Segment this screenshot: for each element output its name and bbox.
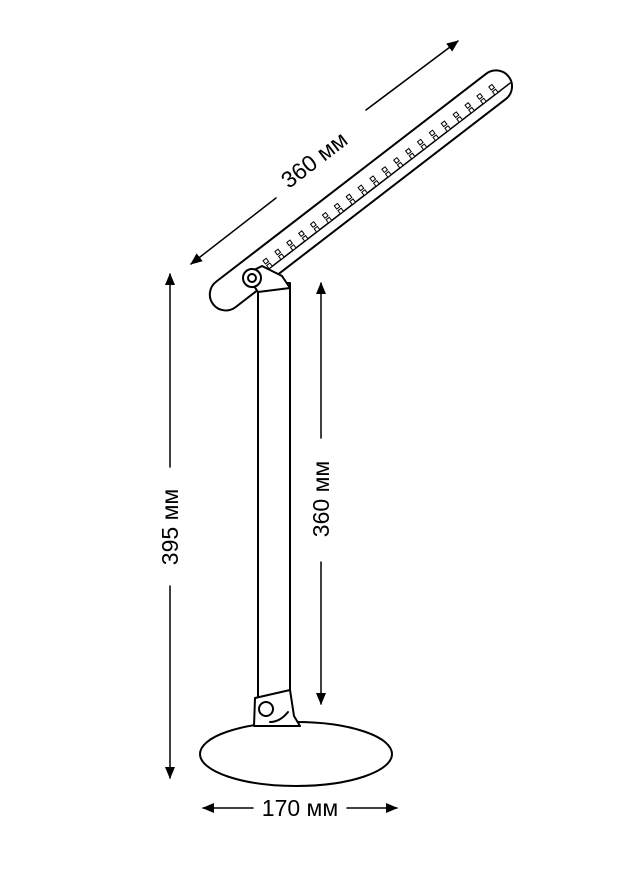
led-chip-icon	[297, 230, 305, 238]
led-chip-icon	[420, 143, 428, 151]
led-chip-icon	[277, 253, 285, 261]
led-chip-icon	[262, 257, 270, 265]
led-chip-icon	[337, 207, 345, 215]
led-chip-icon	[440, 120, 448, 128]
led-chip-icon	[464, 102, 472, 110]
led-chip-icon	[349, 198, 357, 206]
arm-length-label: 360 мм	[276, 126, 352, 193]
led-chip-icon	[369, 175, 377, 183]
led-strip	[262, 83, 499, 270]
led-chip-icon	[274, 248, 282, 256]
led-chip-icon	[396, 161, 404, 169]
led-chip-icon	[452, 111, 460, 119]
led-chip-icon	[416, 138, 424, 146]
led-chip-icon	[456, 115, 464, 123]
led-chip-icon	[345, 193, 353, 201]
led-chip-icon	[432, 134, 440, 142]
dimension-base-width: 170 мм	[202, 795, 398, 821]
lower-hinge-knob	[258, 701, 274, 717]
led-chip-icon	[404, 147, 412, 155]
led-chip-icon	[428, 129, 436, 137]
led-chip-icon	[384, 170, 392, 178]
led-chip-icon	[286, 239, 294, 247]
led-chip-icon	[309, 221, 317, 229]
led-chip-icon	[467, 106, 476, 114]
led-chip-icon	[444, 125, 452, 133]
led-chip-icon	[361, 189, 369, 197]
led-chip-icon	[372, 180, 380, 188]
lamp-pole	[257, 282, 293, 713]
led-chip-icon	[479, 97, 487, 105]
arm-dim-line-upper	[365, 40, 459, 111]
pole-height-label: 360 мм	[308, 461, 334, 537]
led-chip-icon	[325, 216, 333, 224]
base-width-label: 170 мм	[262, 795, 338, 821]
led-chip-icon	[491, 88, 499, 96]
led-chip-icon	[357, 184, 365, 192]
lamp-arm	[208, 69, 514, 312]
arm-inner-edge	[255, 82, 511, 280]
led-chip-icon	[393, 156, 401, 164]
led-chip-icon	[301, 234, 309, 242]
total-height-label: 395 мм	[157, 489, 183, 565]
led-chip-icon	[265, 262, 273, 270]
led-chip-icon	[408, 152, 416, 160]
led-chip-icon	[476, 92, 484, 100]
dimension-pole-height: 360 мм	[308, 282, 334, 705]
led-chip-icon	[321, 211, 329, 219]
lamp-base	[199, 721, 393, 787]
led-chip-icon	[333, 202, 341, 210]
dimension-total-height: 395 мм	[157, 273, 183, 779]
hinge-edge	[269, 711, 289, 723]
upper-hinge-screw	[247, 273, 257, 283]
led-chip-icon	[381, 166, 389, 174]
led-chip-icon	[313, 225, 321, 233]
led-chip-icon	[289, 244, 297, 252]
arm-dim-line-lower	[190, 197, 277, 265]
lamp-lower-hinge	[253, 689, 301, 727]
led-chip-icon	[488, 83, 496, 91]
